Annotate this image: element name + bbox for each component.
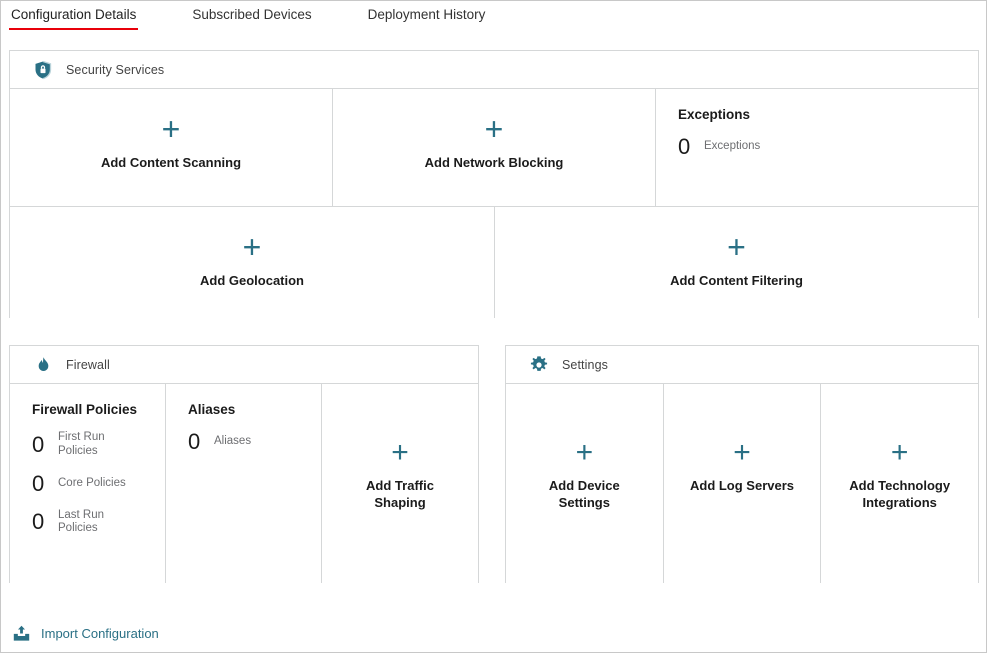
core-policies-label: Core Policies: [58, 476, 126, 489]
tile-divider: [332, 89, 333, 206]
aliases-stat-block[interactable]: Aliases 0 Aliases: [166, 384, 321, 583]
tile-divider: [655, 89, 656, 206]
plus-icon: +: [727, 229, 746, 265]
first-run-policies-count: 0: [32, 431, 45, 457]
firewall-header: Firewall: [10, 346, 478, 384]
tab-label: Subscribed Devices: [192, 7, 312, 22]
add-log-servers-tile[interactable]: + Add Log Servers: [663, 384, 821, 583]
tab-label: Configuration Details: [11, 7, 137, 22]
first-run-policies-row: 0 First Run Policies: [32, 431, 165, 459]
shield-lock-icon: [32, 59, 54, 81]
tile-label: Add Technology Integrations: [849, 478, 951, 510]
tab-deployment-history[interactable]: Deployment History: [366, 1, 488, 30]
plus-icon: +: [242, 229, 262, 265]
add-geolocation-tile[interactable]: + Add Geolocation: [10, 207, 494, 318]
last-run-policies-row: 0 Last Run Policies: [32, 509, 165, 537]
upload-icon: [9, 621, 33, 645]
security-services-header: Security Services: [10, 51, 978, 89]
add-content-filtering-tile[interactable]: + Add Content Filtering: [495, 207, 978, 318]
active-tab-underline: [9, 28, 139, 30]
security-services-panel: Security Services + Add Content Scanning…: [9, 50, 979, 318]
tab-subscribed-devices[interactable]: Subscribed Devices: [190, 1, 313, 30]
exceptions-heading: Exceptions: [678, 107, 751, 122]
exceptions-stat-block[interactable]: Exceptions 0 Exceptions: [656, 89, 978, 206]
tab-configuration-details[interactable]: Configuration Details: [9, 1, 139, 30]
settings-title: Settings: [562, 357, 608, 372]
exceptions-count-label: Exceptions: [704, 140, 761, 153]
tile-label: Add Geolocation: [200, 273, 304, 288]
plus-icon: +: [391, 436, 409, 469]
core-policies-row: 0 Core Policies: [32, 470, 165, 496]
firewall-body: Firewall Policies 0 First Run Policies 0…: [10, 384, 478, 583]
tile-divider: [820, 384, 822, 583]
last-run-policies-count: 0: [32, 509, 45, 535]
import-configuration-link[interactable]: Import Configuration: [9, 621, 159, 645]
plus-icon: +: [484, 111, 504, 147]
tab-label: Deployment History: [367, 7, 486, 22]
aliases-count: 0: [188, 429, 201, 454]
last-run-policies-label: Last Run Policies: [58, 508, 105, 535]
aliases-count-label: Aliases: [214, 435, 252, 448]
plus-icon: +: [161, 111, 181, 147]
gear-icon: [528, 354, 550, 376]
tile-label: Add Log Servers: [689, 478, 795, 493]
aliases-row: 0 Aliases: [188, 431, 321, 453]
import-configuration-label: Import Configuration: [41, 625, 159, 641]
firewall-policies-heading: Firewall Policies: [32, 402, 138, 417]
tile-label: Add Network Blocking: [424, 155, 564, 170]
firewall-divider: [165, 384, 166, 583]
plus-icon: +: [575, 436, 594, 469]
aliases-heading: Aliases: [188, 402, 236, 417]
firewall-policies-stat-block[interactable]: Firewall Policies 0 First Run Policies 0…: [10, 384, 165, 583]
flame-icon: [32, 354, 54, 376]
tile-label: Add Traffic Shaping: [366, 478, 434, 510]
add-network-blocking-tile[interactable]: + Add Network Blocking: [333, 89, 655, 206]
add-traffic-shaping-tile[interactable]: + Add Traffic Shaping: [322, 384, 478, 583]
tab-bar: Configuration Details Subscribed Devices…: [1, 1, 986, 35]
firewall-divider: [321, 384, 322, 583]
tile-divider: [494, 207, 495, 318]
plus-icon: +: [890, 436, 909, 469]
add-content-scanning-tile[interactable]: + Add Content Scanning: [10, 89, 332, 206]
firewall-title: Firewall: [66, 357, 110, 372]
add-technology-integrations-tile[interactable]: + Add Technology Integrations: [821, 384, 979, 583]
firewall-panel: Firewall Firewall Policies 0 First Run P…: [9, 345, 479, 583]
first-run-policies-label: First Run Policies: [58, 431, 105, 457]
tile-label: Add Device Settings: [548, 478, 620, 510]
security-services-title: Security Services: [66, 62, 165, 77]
settings-body: + Add Device Settings + Add Log Servers …: [506, 384, 979, 583]
exceptions-count: 0: [678, 134, 691, 159]
row-divider: [10, 206, 978, 207]
exceptions-stat-row: 0 Exceptions: [678, 136, 978, 158]
plus-icon: +: [733, 436, 751, 469]
security-services-row-1: + Add Content Scanning + Add Network Blo…: [10, 89, 978, 206]
tile-label: Add Content Scanning: [100, 155, 242, 170]
add-device-settings-tile[interactable]: + Add Device Settings: [506, 384, 663, 583]
core-policies-count: 0: [32, 470, 45, 496]
tile-label: Add Content Filtering: [670, 273, 803, 288]
tile-divider: [662, 384, 664, 583]
security-services-row-2: + Add Geolocation + Add Content Filterin…: [10, 207, 978, 318]
settings-panel: Settings + Add Device Settings + Add Log…: [505, 345, 979, 583]
settings-header: Settings: [506, 346, 978, 384]
